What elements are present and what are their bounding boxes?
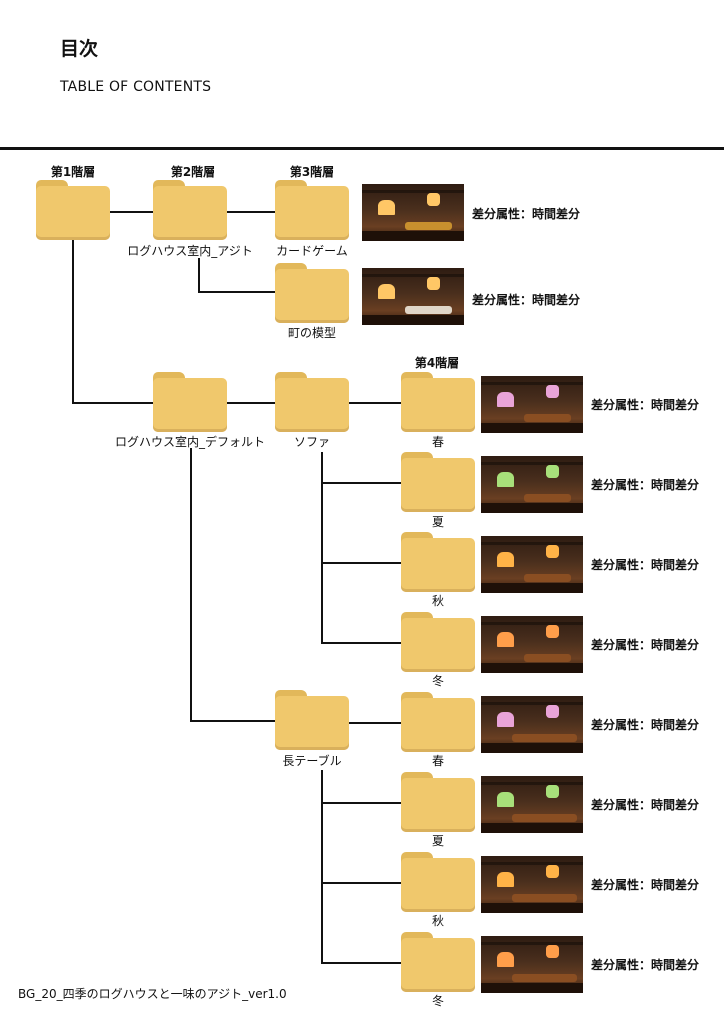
sofa-folder-icon[interactable] — [275, 372, 349, 432]
table-spring-thumbnail[interactable] — [481, 696, 583, 753]
sofa-summer-folder-icon[interactable] — [401, 452, 475, 512]
page-subtitle: TABLE OF CONTENTS — [60, 79, 212, 95]
card-game-attribute: 差分属性：時間差分 — [472, 207, 581, 221]
level3-header: 第3階層 — [289, 165, 335, 179]
sofa-winter-folder-icon[interactable] — [401, 612, 475, 672]
table-spring-folder-label: 春 — [431, 754, 444, 768]
table-winter-folder-icon[interactable] — [401, 932, 475, 992]
card-game-folder-label: カードゲーム — [276, 244, 348, 258]
table-winter-thumbnail[interactable] — [481, 936, 583, 993]
header-divider — [0, 147, 724, 150]
ajito-folder-icon[interactable] — [153, 180, 227, 240]
page-title: 目次 — [60, 38, 99, 60]
long-table-folder-icon[interactable] — [275, 690, 349, 750]
sofa-autumn-folder-label: 秋 — [431, 594, 444, 608]
sofa-autumn-thumbnail[interactable] — [481, 536, 583, 593]
town-model-folder-icon[interactable] — [275, 263, 349, 323]
table-autumn-thumbnail[interactable] — [481, 856, 583, 913]
level4-header: 第4階層 — [414, 356, 460, 370]
card-game-folder-icon[interactable] — [275, 180, 349, 240]
sofa-winter-folder-label: 冬 — [431, 674, 444, 688]
level2-header: 第2階層 — [170, 165, 216, 179]
sofa-autumn-attribute: 差分属性：時間差分 — [591, 558, 700, 572]
table-winter-folder-label: 冬 — [431, 994, 444, 1008]
card-game-thumbnail[interactable] — [362, 184, 464, 241]
sofa-autumn-folder-icon[interactable] — [401, 532, 475, 592]
table-summer-thumbnail[interactable] — [481, 776, 583, 833]
town-model-thumbnail[interactable] — [362, 268, 464, 325]
table-winter-attribute: 差分属性：時間差分 — [591, 958, 700, 972]
sofa-folder-label: ソファ — [293, 435, 330, 449]
sofa-spring-folder-icon[interactable] — [401, 372, 475, 432]
town-model-folder-label: 町の模型 — [287, 326, 336, 340]
table-autumn-attribute: 差分属性：時間差分 — [591, 878, 700, 892]
table-spring-folder-icon[interactable] — [401, 692, 475, 752]
default-folder-label: ログハウス室内_デフォルト — [114, 435, 265, 449]
ajito-folder-label: ログハウス室内_アジト — [127, 244, 253, 258]
sofa-spring-thumbnail[interactable] — [481, 376, 583, 433]
table-spring-attribute: 差分属性：時間差分 — [591, 718, 700, 732]
level1-header: 第1階層 — [50, 165, 96, 179]
sofa-summer-thumbnail[interactable] — [481, 456, 583, 513]
footer-filename: BG_20_四季のログハウスと一味のアジト_ver1.0 — [18, 987, 287, 1001]
default-folder-icon[interactable] — [153, 372, 227, 432]
long-table-folder-label: 長テーブル — [282, 754, 342, 768]
sofa-spring-folder-label: 春 — [431, 435, 444, 449]
sofa-summer-folder-label: 夏 — [431, 515, 444, 529]
table-autumn-folder-label: 秋 — [431, 914, 444, 928]
table-summer-folder-label: 夏 — [431, 834, 444, 848]
sofa-winter-attribute: 差分属性：時間差分 — [591, 638, 700, 652]
sofa-spring-attribute: 差分属性：時間差分 — [591, 398, 700, 412]
town-model-attribute: 差分属性：時間差分 — [472, 293, 581, 307]
sofa-winter-thumbnail[interactable] — [481, 616, 583, 673]
table-summer-folder-icon[interactable] — [401, 772, 475, 832]
table-summer-attribute: 差分属性：時間差分 — [591, 798, 700, 812]
sofa-summer-attribute: 差分属性：時間差分 — [591, 478, 700, 492]
root-folder-icon[interactable] — [36, 180, 110, 240]
table-autumn-folder-icon[interactable] — [401, 852, 475, 912]
